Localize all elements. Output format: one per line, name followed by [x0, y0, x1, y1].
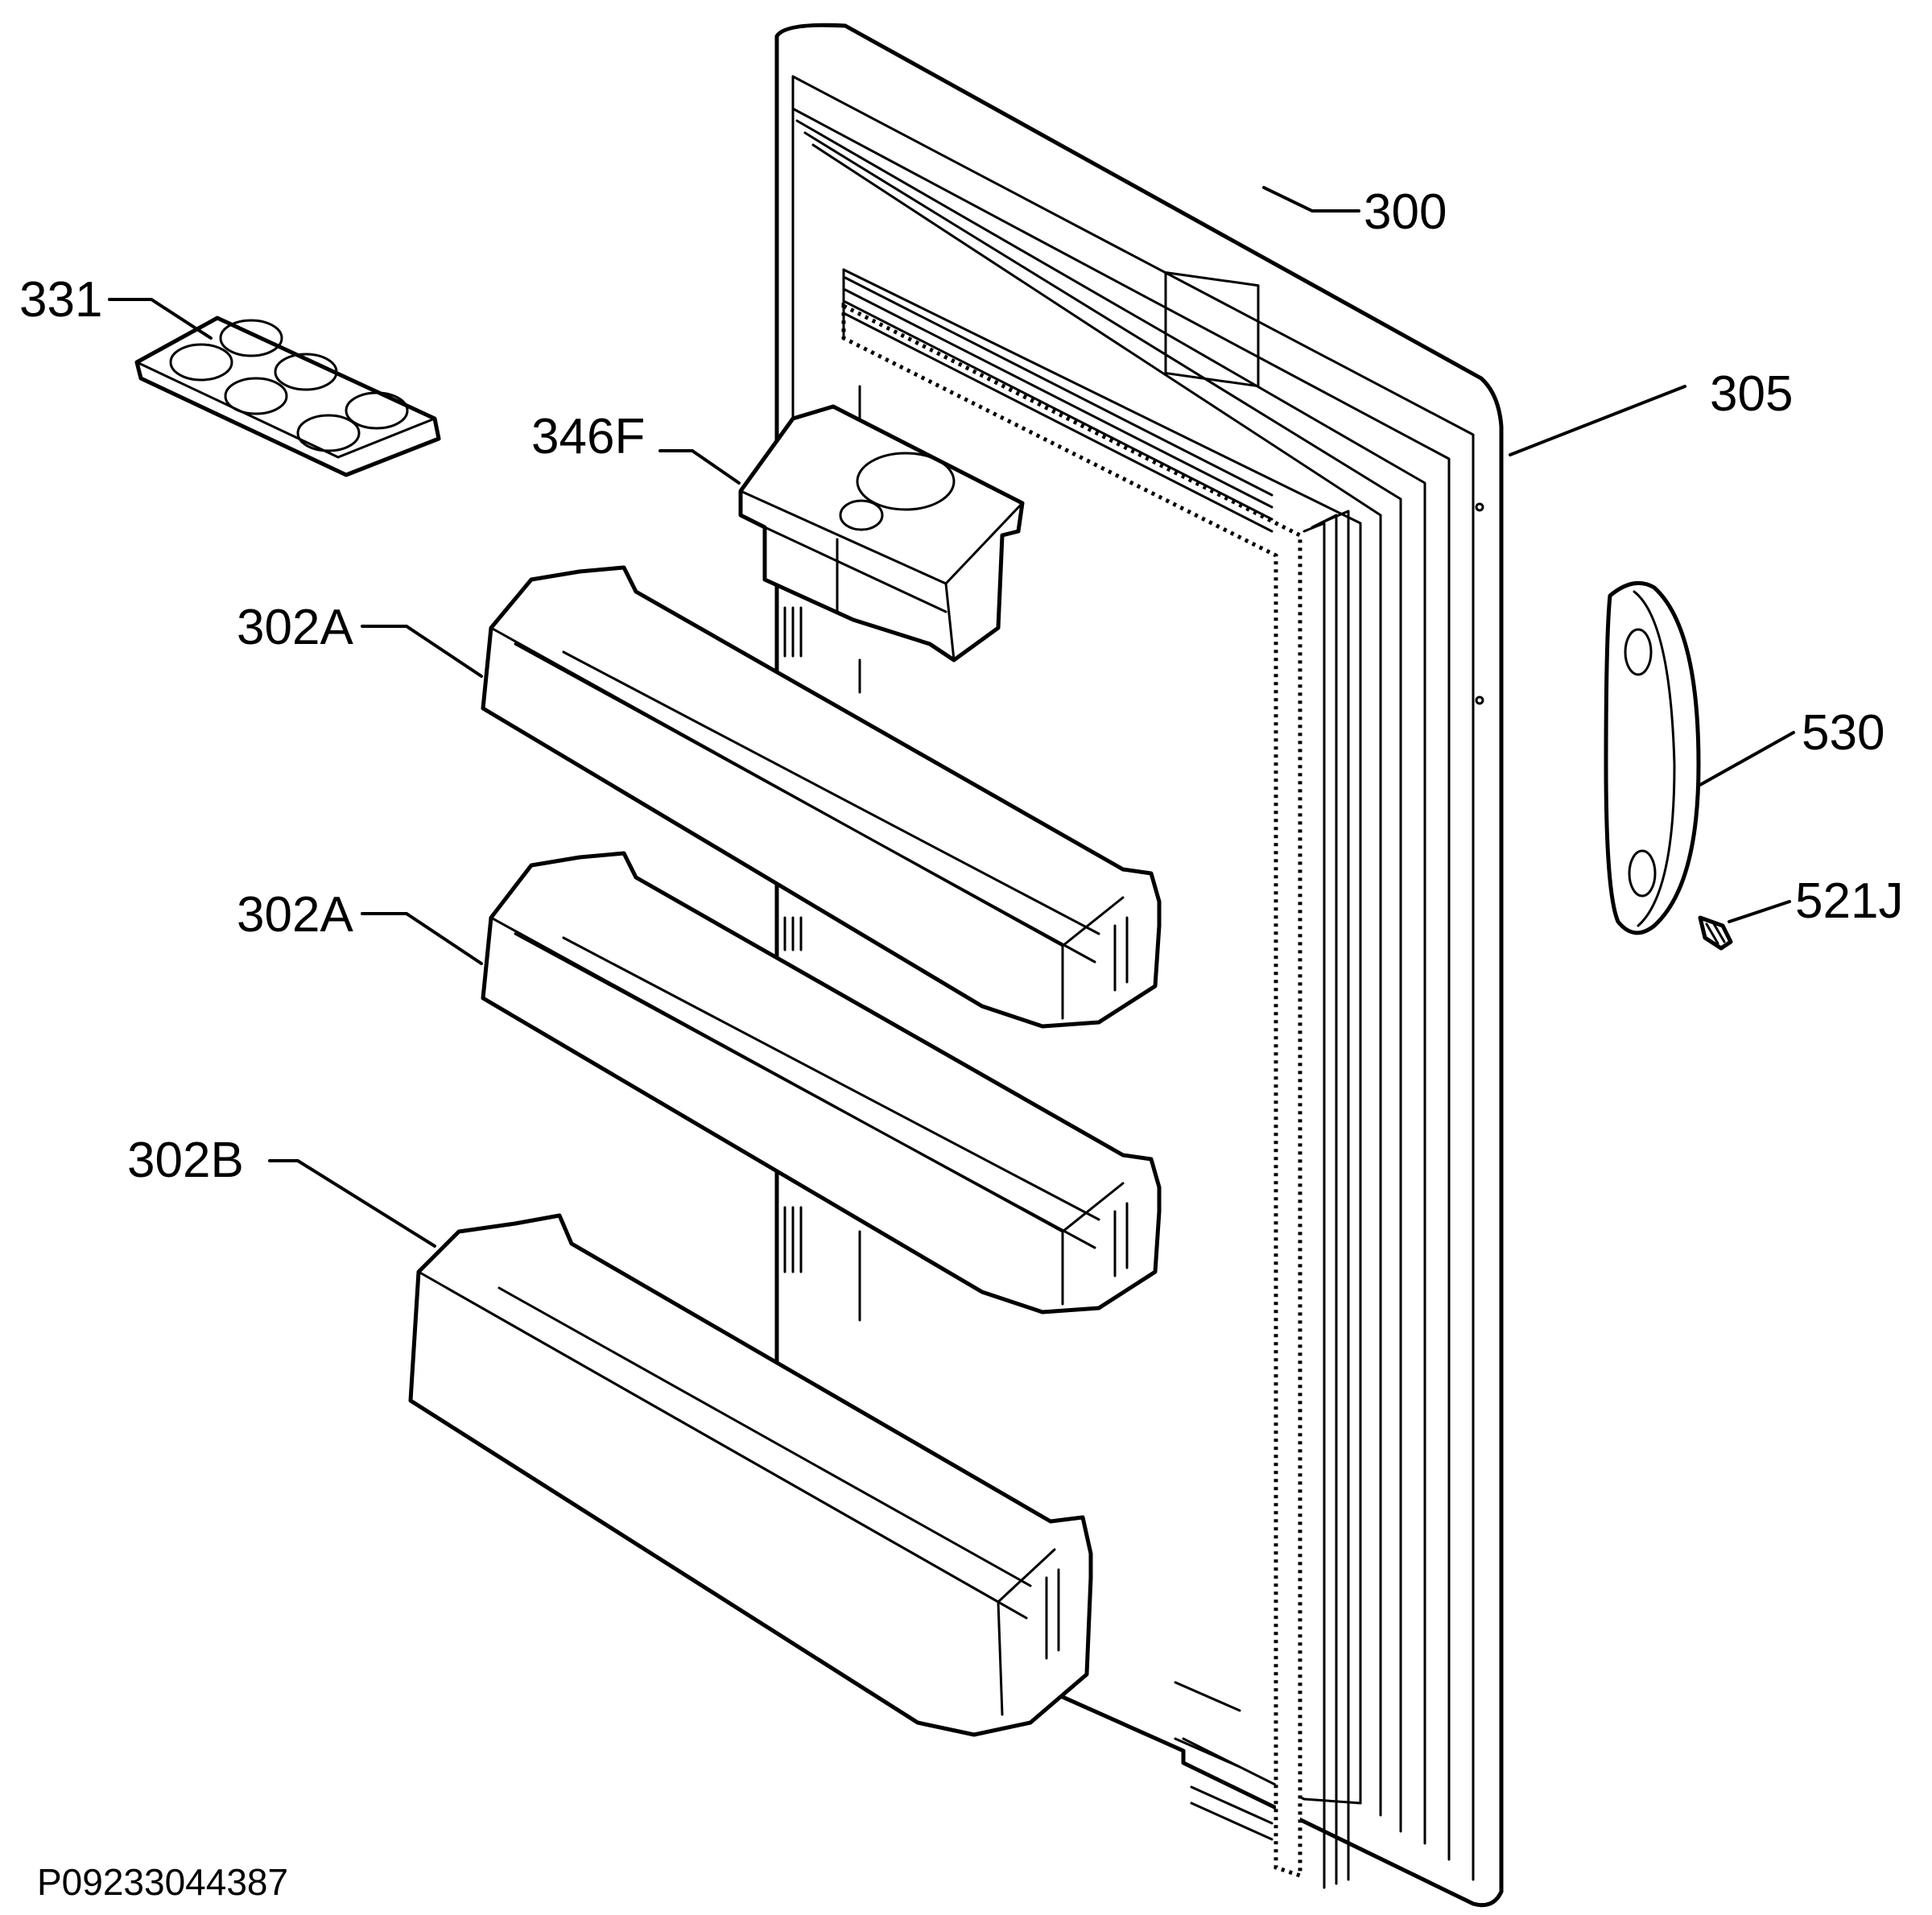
label-530: 530 — [1802, 705, 1885, 761]
label-331: 331 — [19, 272, 102, 328]
label-300: 300 — [1364, 184, 1447, 240]
leader-lines — [108, 186, 1795, 1248]
butter-dish — [738, 404, 1025, 662]
drawing-code: P09233044387 — [37, 1861, 288, 1903]
label-302a-top: 302A — [237, 600, 353, 655]
label-302b: 302B — [127, 1133, 244, 1188]
door-shelf-302b — [408, 1213, 1093, 1737]
screw — [1698, 915, 1733, 951]
label-305: 305 — [1710, 366, 1793, 422]
label-346f: 346F — [531, 409, 645, 464]
door-handle — [1604, 580, 1701, 935]
egg-tray — [134, 316, 441, 477]
label-521j: 521J — [1795, 873, 1903, 929]
label-302a-mid: 302A — [237, 887, 353, 943]
door-shelf-302a-top — [481, 565, 1162, 1029]
part-labels: 300 331 305 346F 302A 302A 302B 530 521J — [19, 184, 1903, 1188]
door-shelf-302a-mid — [481, 851, 1162, 1314]
